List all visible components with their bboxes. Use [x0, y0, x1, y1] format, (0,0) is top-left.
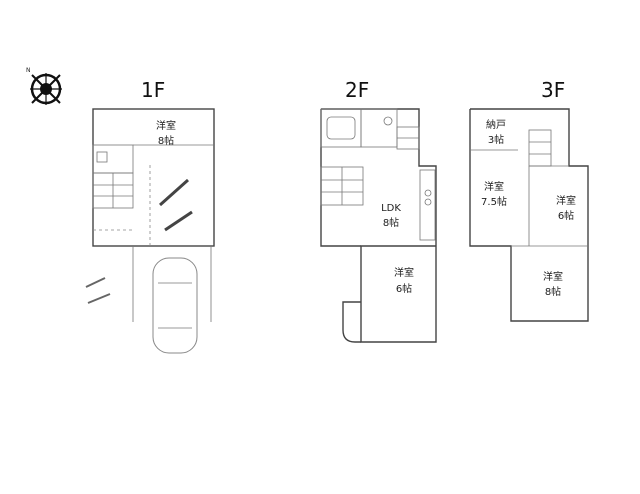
room-name: LDK	[381, 203, 401, 214]
floor-label-3f: 3F	[541, 78, 565, 102]
floor-label-2f: 2F	[345, 78, 369, 102]
north-label: N	[26, 67, 31, 74]
car-icon	[152, 257, 198, 354]
floor-label-1f: 1F	[141, 78, 165, 102]
compass-north-icon: N	[26, 67, 62, 105]
room-size: 8帖	[158, 134, 174, 147]
floor-plan-1f	[85, 108, 215, 354]
room-name: 洋室	[484, 180, 504, 193]
stairs-icon	[320, 166, 364, 206]
room-name: 洋室	[543, 270, 563, 283]
room-size: 8帖	[383, 216, 399, 229]
room-size: 7.5帖	[481, 195, 507, 208]
bicycle-icon	[85, 178, 193, 304]
room-size: 3帖	[488, 133, 504, 146]
room-size: 6帖	[558, 209, 574, 222]
stairs-icon	[396, 126, 420, 150]
room-size: 6帖	[396, 282, 412, 295]
stairs-icon	[92, 172, 134, 209]
room-size: 8帖	[545, 285, 561, 298]
sink-icon	[96, 151, 108, 163]
room-name: 洋室	[394, 266, 414, 279]
room-name: 洋室	[556, 194, 576, 207]
floor-plan-2f	[320, 108, 437, 343]
stairs-icon	[528, 129, 552, 167]
room-name: 洋室	[156, 119, 176, 132]
room-name: 納戸	[486, 118, 506, 131]
floor-plan-3f	[469, 108, 589, 322]
